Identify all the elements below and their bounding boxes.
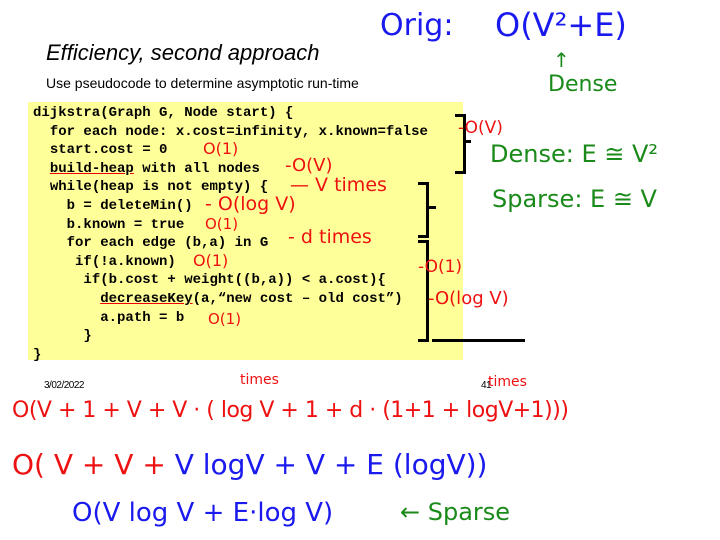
code-line: b = deleteMin() xyxy=(33,197,428,216)
slide-title: Efficiency, second approach xyxy=(46,40,320,65)
annotation-edge-times: - d times xyxy=(288,226,372,248)
code-line: while(heap is not empty) { xyxy=(33,178,428,197)
annotation-decrease-key: -O(log V) xyxy=(428,288,509,309)
annotation-build-heap: -O(V) xyxy=(285,155,333,176)
slide-date: 3/02/2022 xyxy=(44,380,85,391)
annotation-start-cost: O(1) xyxy=(203,139,239,158)
equation-final: O(V log V + E·log V) xyxy=(72,498,334,528)
arrow-up-icon: ↑ xyxy=(553,48,570,72)
code-line: decreaseKey(a,“new cost – old cost”) xyxy=(33,290,428,309)
annotation-known: O(1) xyxy=(205,215,239,233)
code-line: for each node: x.cost=infinity, x.known=… xyxy=(33,123,428,142)
code-underlined: build-heap xyxy=(49,160,134,177)
equation-simplified-part1: O( V + V + xyxy=(12,448,175,481)
slide-page-number: 41 xyxy=(481,380,492,391)
code-text: for each edge (b,a) in G xyxy=(66,235,269,252)
code-line: build-heap with all nodes xyxy=(33,160,428,179)
code-text: if(b.cost + weight((b,a)) < a.cost){ xyxy=(83,272,386,289)
annotation-dense: Dense xyxy=(548,72,618,97)
code-line: } xyxy=(33,346,428,365)
annotation-orig-bound: O(V²+E) xyxy=(495,6,627,44)
brace-tick xyxy=(426,206,436,209)
code-text: start.cost = 0 xyxy=(49,142,168,159)
code-text: b = deleteMin() xyxy=(66,197,193,214)
brace-tick xyxy=(463,140,471,143)
annotation-path: O(1) xyxy=(208,310,242,328)
code-line: for each edge (b,a) in G xyxy=(33,234,428,253)
annotation-times-d: times xyxy=(488,374,527,390)
code-text: b.known = true xyxy=(66,216,185,233)
annotation-times-v: times xyxy=(240,372,279,388)
annotation-sparse-arrow: ← Sparse xyxy=(400,498,511,526)
equation-simplified-part2: V logV + V + E (logV)) xyxy=(174,448,488,481)
code-block-background xyxy=(28,102,463,360)
code-line: dijkstra(Graph G, Node start) { xyxy=(33,104,428,123)
code-line: if(b.cost + weight((b,a)) < a.cost){ xyxy=(33,271,428,290)
equation-expanded: O(V + 1 + V + V · ( log V + 1 + d · (1+1… xyxy=(12,398,569,423)
code-line: a.path = b xyxy=(33,309,428,328)
code-line: b.known = true xyxy=(33,216,428,235)
annotation-init-cost: -O(V) xyxy=(458,118,503,138)
code-text: (a,“new cost – old cost”) xyxy=(192,290,403,307)
code-text: with all nodes xyxy=(133,160,260,177)
annotation-delete-min: - O(log V) xyxy=(205,193,296,215)
code-text: } xyxy=(33,346,42,363)
code-text: } xyxy=(83,328,92,345)
annotation-orig: Orig: xyxy=(380,8,454,43)
bracket-underline xyxy=(432,339,525,342)
code-line: } xyxy=(33,327,428,346)
code-line: if(!a.known) xyxy=(33,253,428,272)
annotation-dense-relation: Dense: E ≅ V² xyxy=(490,140,659,168)
code-underlined: decreaseKey xyxy=(100,290,193,307)
code-text: for each node: x.cost=infinity, x.known=… xyxy=(49,123,428,140)
annotation-sparse-relation: Sparse: E ≅ V xyxy=(492,185,657,213)
code-text: dijkstra(Graph G, Node start) { xyxy=(33,105,294,121)
code-text: if(!a.known) xyxy=(75,253,176,270)
annotation-if-cost: -O(1) xyxy=(418,257,463,277)
equation-simplified: O( V + V + V logV + V + E (logV)) xyxy=(12,448,487,481)
brace-while xyxy=(418,182,429,238)
annotation-if-known: O(1) xyxy=(193,251,229,270)
code-text: while(heap is not empty) { xyxy=(49,179,269,196)
code-text: a.path = b xyxy=(100,309,185,326)
annotation-while-times: — V times xyxy=(290,174,387,196)
brace-edge xyxy=(418,240,429,342)
pseudocode-block: dijkstra(Graph G, Node start) { for each… xyxy=(33,104,428,364)
slide-subtitle: Use pseudocode to determine asymptotic r… xyxy=(46,75,359,91)
brace-init xyxy=(455,114,466,174)
code-line: start.cost = 0 xyxy=(33,141,428,160)
